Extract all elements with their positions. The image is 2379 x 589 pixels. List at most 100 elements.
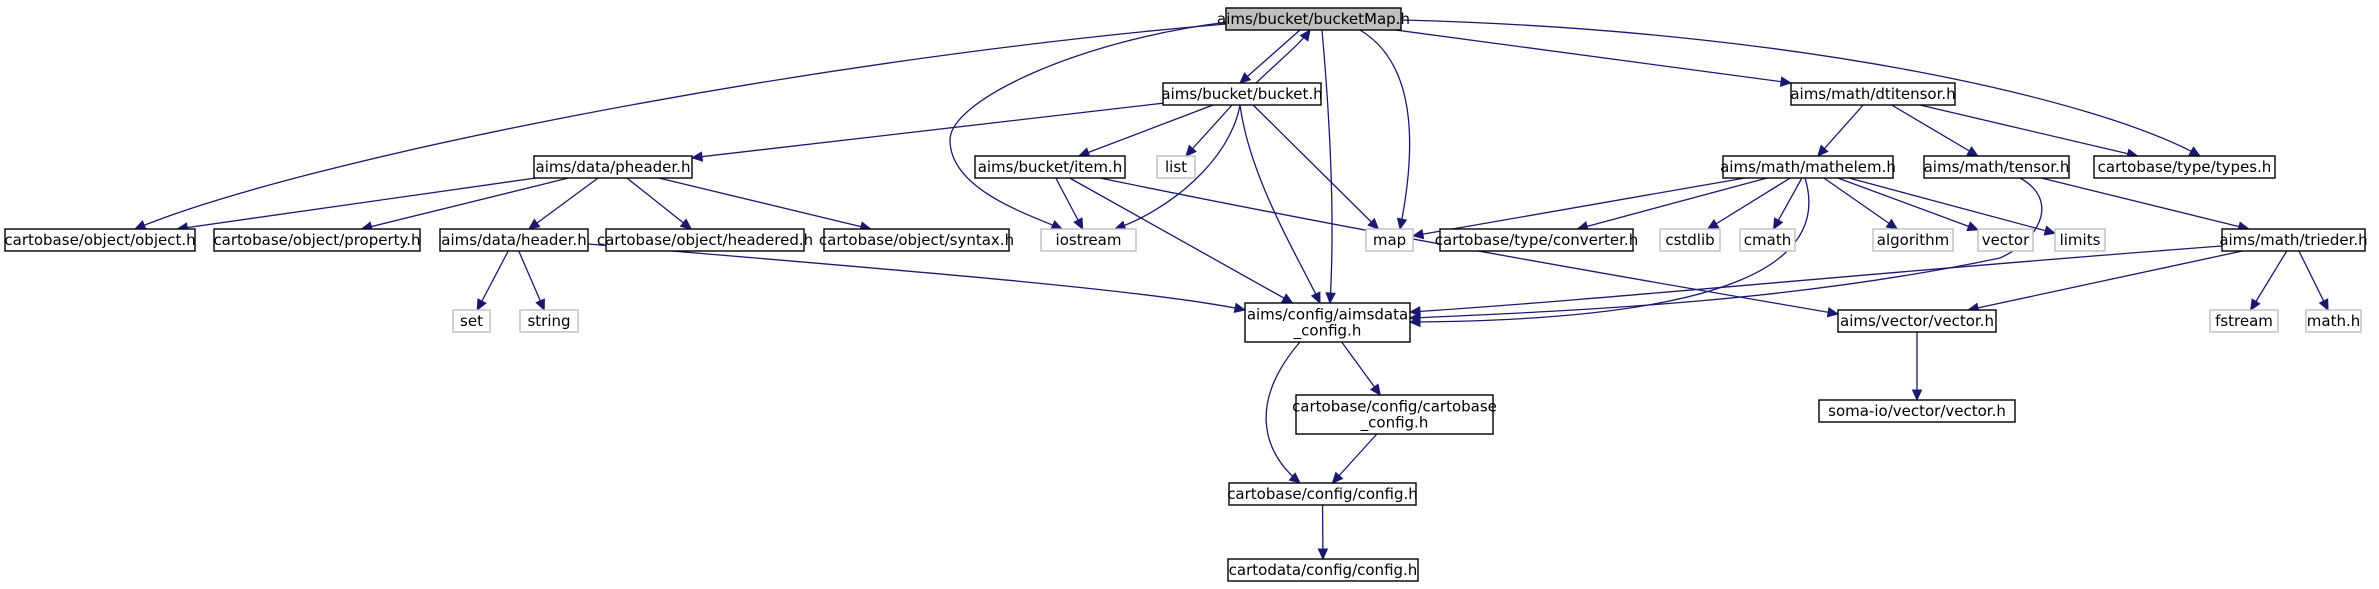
edge-mathelem-to-vector bbox=[1837, 177, 1980, 232]
node-map: map bbox=[1365, 228, 1414, 252]
node-item[interactable]: aims/bucket/item.h bbox=[974, 155, 1126, 179]
node-object[interactable]: cartobase/object/object.h bbox=[4, 228, 196, 252]
edge-line bbox=[1099, 177, 1839, 315]
edge-bucketMap-to-types-arrowhead bbox=[2188, 146, 2202, 157]
node-somaio-vector[interactable]: soma-io/vector/vector.h bbox=[1818, 399, 2016, 423]
edge-pheader-to-header-arrowhead bbox=[527, 218, 541, 230]
node-label: aims/bucket/bucketMap.h bbox=[1217, 10, 1410, 28]
edge-line bbox=[1114, 104, 1241, 230]
edge-trieder-to-fstream-arrowhead bbox=[2250, 298, 2261, 312]
edge-line bbox=[587, 243, 1246, 311]
node-cb-config[interactable]: cartobase/config/config.h bbox=[1227, 482, 1418, 506]
edge-dtitensor-to-mathelem-arrowhead bbox=[1816, 144, 1829, 157]
edge-bucket-to-pheader-arrowhead bbox=[690, 151, 704, 162]
edge-line bbox=[518, 250, 545, 311]
node-label: fstream bbox=[2215, 312, 2273, 330]
edge-trieder-to-math_h-arrowhead bbox=[2318, 298, 2329, 312]
node-types[interactable]: cartobase/type/types.h bbox=[2093, 155, 2276, 179]
edge-line bbox=[1239, 104, 1321, 304]
node-syntax[interactable]: cartobase/object/syntax.h bbox=[819, 228, 1014, 252]
node-box bbox=[2054, 228, 2106, 252]
edge-mathelem-to-algorithm-arrowhead bbox=[1885, 218, 1899, 230]
node-header[interactable]: aims/data/header.h bbox=[439, 228, 589, 252]
node-cartobase-config[interactable]: cartobase/config/cartobase_config.h bbox=[1292, 394, 1497, 435]
edge-tensor-to-trieder bbox=[2041, 177, 2250, 232]
edge-pheader-to-syntax bbox=[658, 177, 872, 232]
node-dtitensor[interactable]: aims/math/dtitensor.h bbox=[1790, 82, 1956, 106]
edge-bucketMap-to-dtitensor bbox=[1395, 29, 1793, 87]
edge-trieder-to-fstream bbox=[2250, 250, 2288, 312]
edge-bucketMap-to-iostream bbox=[949, 21, 1229, 230]
edge-line bbox=[177, 177, 536, 230]
node-pheader[interactable]: aims/data/pheader.h bbox=[533, 155, 693, 179]
node-bucketMap[interactable]: aims/bucket/bucketMap.h bbox=[1217, 7, 1410, 31]
edge-bucket-to-list bbox=[1185, 104, 1233, 157]
node-box bbox=[2093, 155, 2276, 179]
node-box bbox=[2209, 309, 2279, 333]
node-label: cartobase/config/config.h bbox=[1227, 485, 1418, 503]
node-iostream: iostream bbox=[1040, 228, 1137, 252]
edge-item-to-aimsvector-arrowhead bbox=[1826, 307, 1840, 318]
node-cd-config[interactable]: cartodata/config/config.h bbox=[1227, 558, 1419, 582]
edge-line bbox=[2298, 250, 2329, 311]
edge-line bbox=[1848, 177, 2056, 234]
edge-line bbox=[658, 177, 871, 230]
node-label: soma-io/vector/vector.h bbox=[1828, 402, 2006, 420]
edge-line bbox=[1255, 29, 1311, 84]
edge-pheader-to-header bbox=[527, 177, 599, 230]
edge-mathelem-to-limits bbox=[1848, 177, 2057, 236]
edge-bucketMap-to-map-arrowhead bbox=[1396, 217, 1408, 231]
edge-cb_config-to-cd_config bbox=[1317, 504, 1329, 561]
edge-mathelem-to-map bbox=[1411, 177, 1746, 240]
edge-mathelem-to-limits-arrowhead bbox=[2043, 225, 2057, 236]
edge-header-to-set-arrowhead bbox=[476, 298, 487, 312]
edge-line bbox=[1395, 29, 1792, 84]
edge-header-to-aimsdata_config-arrowhead bbox=[1233, 302, 1247, 313]
node-aimsdata-config[interactable]: aims/config/aimsdata_config.h bbox=[1244, 302, 1411, 343]
edge-bucket-to-list-arrowhead bbox=[1185, 144, 1197, 157]
edge-pheader-to-object bbox=[176, 177, 536, 233]
edge-item-to-iostream-arrowhead bbox=[1073, 217, 1084, 231]
node-set: set bbox=[452, 309, 491, 333]
node-trieder[interactable]: aims/math/trieder.h bbox=[2219, 228, 2368, 252]
edge-pheader-to-headered-arrowhead bbox=[679, 218, 693, 230]
node-box bbox=[519, 309, 579, 333]
edge-trieder-to-aimsdata_config bbox=[1408, 245, 2223, 317]
edge-mathelem-to-converter bbox=[1576, 177, 1768, 232]
edge-bucketMap-to-dtitensor-arrowhead bbox=[1779, 76, 1793, 87]
node-label: cartodata/config/config.h bbox=[1229, 561, 1418, 579]
node-aimsvector[interactable]: aims/vector/vector.h bbox=[1837, 309, 1997, 333]
node-box bbox=[1439, 228, 1634, 252]
edge-line bbox=[361, 177, 569, 230]
node-property[interactable]: cartobase/object/property.h bbox=[213, 228, 421, 252]
node-bucket[interactable]: aims/bucket/bucket.h bbox=[1161, 82, 1323, 106]
node-box bbox=[1872, 228, 1954, 252]
node-label: aims/math/trieder.h bbox=[2219, 231, 2367, 249]
node-limits: limits bbox=[2054, 228, 2106, 252]
node-box bbox=[1040, 228, 1137, 252]
node-label: cartobase/object/property.h bbox=[213, 231, 420, 249]
edge-bucket-to-bucketMap-arrowhead bbox=[1299, 29, 1311, 42]
node-headered[interactable]: cartobase/object/headered.h bbox=[597, 228, 813, 252]
node-box bbox=[1722, 155, 1894, 179]
node-label: vector bbox=[1982, 231, 2030, 249]
edge-line bbox=[1185, 104, 1233, 157]
node-box bbox=[1365, 228, 1414, 252]
node-mathelem[interactable]: aims/math/mathelem.h bbox=[1720, 155, 1896, 179]
edge-line bbox=[476, 250, 509, 311]
node-label: _config.h bbox=[1360, 414, 1429, 433]
edge-line bbox=[1400, 19, 2201, 157]
edge-mathelem-to-cmath-arrowhead bbox=[1773, 217, 1784, 231]
edge-line bbox=[1069, 177, 1294, 304]
node-box bbox=[2221, 228, 2366, 252]
node-layer: aims/bucket/bucketMap.h aims/bucket/bucke… bbox=[4, 7, 2368, 582]
node-tensor[interactable]: aims/math/tensor.h bbox=[1923, 155, 2070, 179]
edge-trieder-to-aimsdata_config-arrowhead bbox=[1408, 306, 1421, 317]
node-box bbox=[1837, 309, 1997, 333]
edge-bucket-to-aimsdata_config-arrowhead bbox=[1310, 291, 1321, 305]
edge-mathelem-to-algorithm bbox=[1823, 177, 1899, 230]
node-converter[interactable]: cartobase/type/converter.h bbox=[1435, 228, 1638, 252]
node-cstdlib: cstdlib bbox=[1659, 228, 1721, 252]
edge-line bbox=[1359, 29, 1411, 230]
